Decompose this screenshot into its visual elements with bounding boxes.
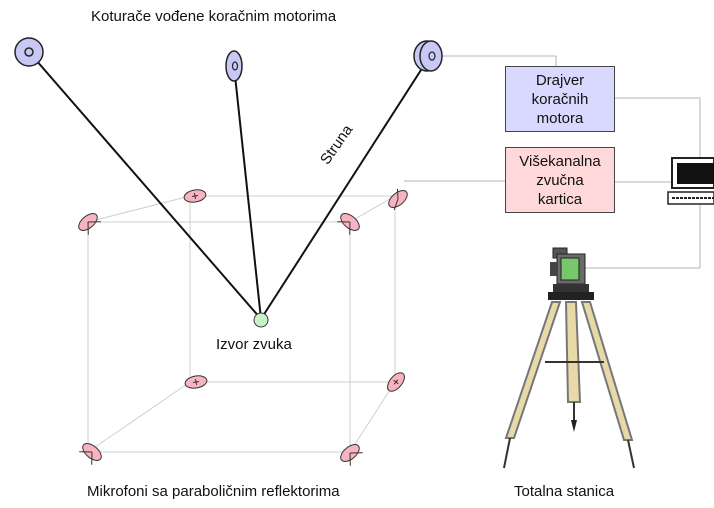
total-station-icon: [503, 247, 635, 469]
microphone-icon: [78, 213, 101, 235]
microphone-icon: [184, 375, 208, 389]
microphone-icon: [79, 443, 102, 465]
soundcard-box-line1: Višekanalna: [519, 152, 601, 170]
sound-source-icon: [253, 312, 269, 328]
driver-box-line1: Drajver: [535, 71, 585, 89]
microphone-icon: [337, 213, 360, 235]
microphones-label: Mikrofoni sa paraboličnim reflektorima: [87, 483, 340, 500]
driver-box-line3: motora: [536, 109, 584, 127]
driver-box-line2: koračnih: [531, 90, 589, 108]
total-station-label: Totalna stanica: [514, 483, 615, 500]
pulleys-title: Koturače vođene koračnim motorima: [91, 8, 337, 25]
microphone-icon: [387, 372, 405, 392]
soundcard-box-line3: kartica: [537, 190, 583, 208]
pulley-icon: [225, 50, 243, 82]
sound-source-label: Izvor zvuka: [216, 336, 292, 353]
driver-box: Drajver koračnih motora: [505, 66, 615, 132]
laptop-icon: [667, 157, 714, 205]
strings: [28, 51, 431, 320]
microphone-icon: [340, 444, 363, 466]
soundcard-box-line2: zvučna: [536, 171, 584, 189]
microphone-frame: [87, 195, 396, 453]
pulley-middle: [225, 50, 243, 82]
pulley-left: [14, 37, 44, 67]
soundcard-box: Višekanalna zvučna kartica: [505, 147, 615, 213]
microphone-icon: [183, 189, 207, 203]
connection-wires: [404, 55, 701, 269]
microphones: [78, 188, 408, 466]
microphone-icon: [388, 188, 408, 211]
pulley-icon: [14, 37, 44, 67]
pulley-right: [413, 40, 443, 72]
